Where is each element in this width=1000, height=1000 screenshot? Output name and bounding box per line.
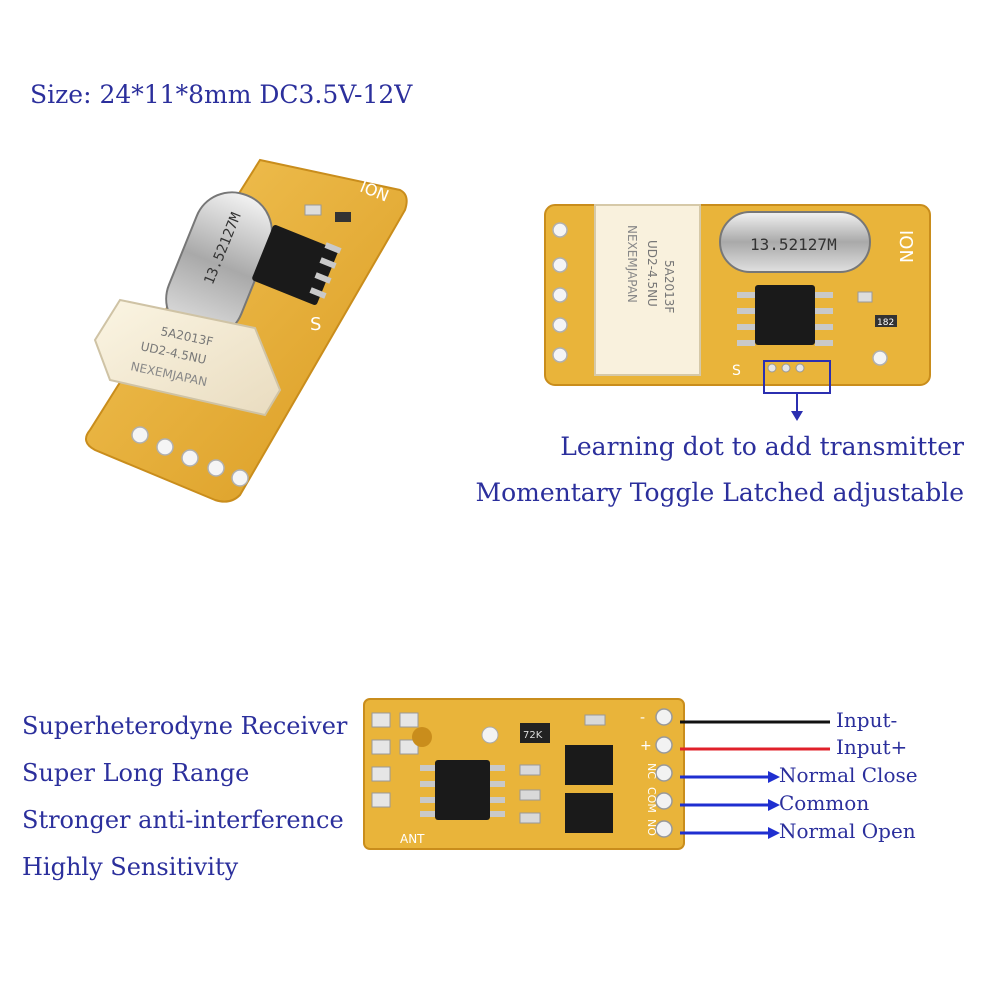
resistor-marking-b: 182 xyxy=(877,318,894,328)
relay-line-b-1: 5A2013F xyxy=(662,260,676,313)
pin-label-minus: - xyxy=(640,710,645,726)
relay-b: 5A2013F UD2-4.5NU NEXEMJAPAN xyxy=(594,204,701,376)
label-common: Common xyxy=(779,791,870,815)
label-normal-close: Normal Close xyxy=(779,763,918,787)
feature-item-3: Stronger anti-interference xyxy=(22,806,344,834)
learning-dot-note: Learning dot to add transmitter xyxy=(560,432,964,461)
feature-item-4: Highly Sensitivity xyxy=(22,853,239,881)
transistor-marking-c: 72K xyxy=(523,730,543,741)
pin-label-com: COM xyxy=(645,787,658,813)
learning-dot-callout xyxy=(763,360,831,421)
crystal-oscillator-a: 13.52127M xyxy=(165,191,273,339)
label-normal-open: Normal Open xyxy=(779,819,916,843)
pad-label-s-a: S xyxy=(310,314,321,335)
pad-label-ion-b: ION xyxy=(895,230,916,263)
receiver-chip-a xyxy=(252,224,338,306)
size-voltage-spec: Size: 24*11*8mm DC3.5V-12V xyxy=(30,80,413,109)
label-input-plus: Input+ xyxy=(836,735,908,759)
pin-label-nc: NC xyxy=(645,763,658,779)
crystal-marking-b: 13.52127M xyxy=(750,235,837,254)
arrow-right-icon-com xyxy=(768,799,780,811)
relay-line-b-2: UD2-4.5NU xyxy=(645,240,659,307)
wiring-lines xyxy=(680,720,830,839)
relay-a: 5A2013F UD2-4.5NU NEXEMJAPAN xyxy=(93,298,282,417)
arrow-right-icon-nc xyxy=(768,771,780,783)
down-arrow-icon xyxy=(791,411,803,421)
receiver-chip-b xyxy=(755,285,815,345)
module-b-image: 5A2013F UD2-4.5NU NEXEMJAPAN 13.52127M 1… xyxy=(544,204,931,386)
module-c-image: 72K - + NC COM NO ANT xyxy=(363,698,685,850)
side-label-s-b: S xyxy=(732,363,741,379)
antenna-label: ANT xyxy=(400,832,425,846)
pin-label-no: NO xyxy=(645,819,658,836)
mode-note: Momentary Toggle Latched adjustable xyxy=(475,478,965,507)
crystal-oscillator-b: 13.52127M xyxy=(719,211,871,273)
arrow-right-icon-no xyxy=(768,827,780,839)
pin-label-plus: + xyxy=(640,738,652,754)
feature-item-1: Superheterodyne Receiver xyxy=(22,712,348,740)
label-input-minus: Input- xyxy=(836,708,898,732)
learning-dot-box xyxy=(763,360,831,394)
relay-line-b-3: NEXEMJAPAN xyxy=(625,225,639,303)
module-a-image: 13.52127M ION S 5A2013F UD2-4.5NU NEXEMJ… xyxy=(85,158,408,503)
receiver-chip-c xyxy=(435,760,490,820)
feature-item-2: Super Long Range xyxy=(22,759,250,787)
